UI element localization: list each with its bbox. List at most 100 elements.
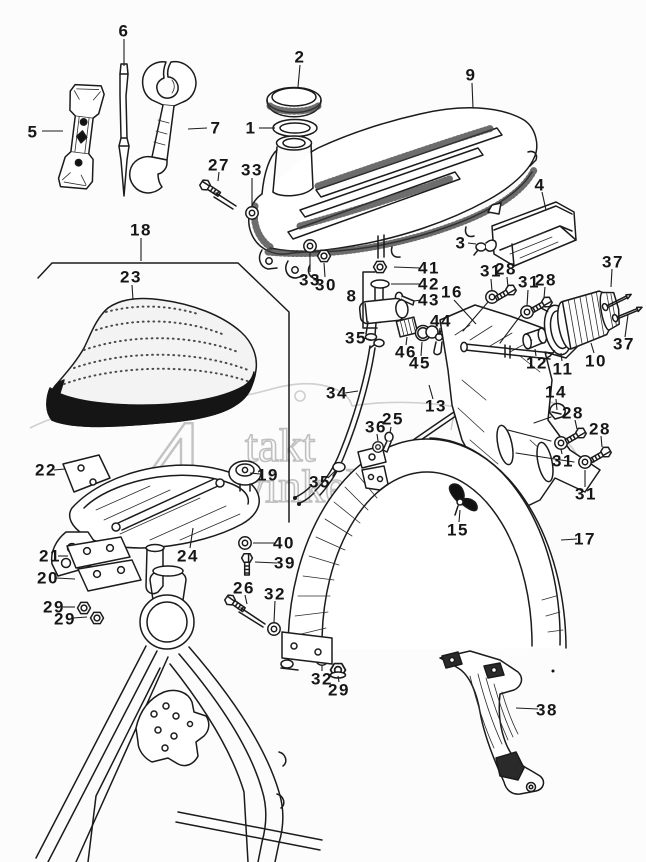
callout-37: 37 [613,335,635,354]
seat [46,297,258,428]
leader-line-17 [560,538,578,541]
callout-18: 18 [130,221,152,240]
callout-46: 46 [395,343,417,362]
leader-line-38 [515,707,539,710]
callout-3: 3 [456,234,467,253]
bolt-26 [222,592,266,628]
callout-31: 31 [518,273,540,292]
leader-line-23 [131,284,134,301]
mud-flap [439,650,555,795]
leader-line-14 [555,398,558,411]
callout-13: 13 [425,397,447,416]
seat-plate-20 [77,559,142,592]
callout-32: 32 [264,585,286,604]
leader-line-10 [590,342,595,354]
callout-33: 33 [299,271,321,290]
callout-30: 30 [315,276,337,295]
callout-24: 24 [177,547,199,566]
callout-25: 25 [382,410,404,429]
washer-31d [578,455,592,469]
leader-line-24 [189,527,194,549]
petcock-filter-46 [395,316,419,338]
callout-22: 22 [35,461,57,480]
grouping-lines [462,301,575,463]
leader-line-12 [534,348,537,357]
washer-40 [238,536,252,550]
leader-line-7 [187,127,208,130]
leader-line-20 [55,577,76,580]
leader-line-30 [323,262,326,278]
callout-11: 11 [553,360,574,379]
callout-9: 9 [466,66,477,85]
leader-line-43 [413,299,422,302]
callout-5: 5 [28,123,39,142]
callout-8: 8 [347,287,358,306]
leader-line-3 [467,242,477,245]
nut-29b [89,611,105,625]
washer-32a [267,622,281,636]
callout-45: 45 [409,354,431,373]
leader-line-27 [217,171,220,182]
leader-line-37 [624,314,629,338]
callout-42: 42 [418,275,440,294]
leader-line-26 [244,594,248,605]
callout-35: 35 [309,473,331,492]
leader-line-36 [376,433,379,442]
callout-36: 36 [365,418,387,437]
leader-line-35 [327,470,336,479]
reflector-15 [448,483,478,516]
callout-19: 19 [257,466,279,485]
leader-line-41 [393,266,421,269]
washer-33b [303,239,317,253]
petcock-washer-42 [370,279,390,289]
leader-line-46 [405,336,408,346]
callout-21: 21 [39,547,61,566]
callout-15: 15 [447,521,469,540]
callout-1: 1 [246,119,257,138]
fuel-tank [248,107,538,280]
leader-line-29 [337,675,340,683]
nut-29a [76,601,92,615]
callout-2: 2 [295,48,306,67]
callout-17: 17 [574,530,596,549]
leader-line-29 [72,616,88,619]
leader-line-31 [526,289,529,307]
callout-16: 16 [441,283,463,302]
petcock-clip-35 [369,338,385,349]
leader-line-44 [438,327,441,336]
leader-line-28 [543,286,546,299]
callout-4: 4 [535,176,546,195]
callout-33: 33 [241,161,263,180]
tray-clip [473,239,497,256]
callout-10: 10 [585,352,607,371]
leader-line-11 [560,352,563,362]
petcock-body [358,297,409,325]
group-bracket-18 [37,262,290,523]
leader-line-9 [471,82,474,109]
washer-33a [245,206,259,220]
callout-28: 28 [495,260,517,279]
seat-rubber-mount-19 [228,460,262,492]
screwdriver-tool [118,63,130,197]
callout-6: 6 [119,22,130,41]
washer-36 [372,441,384,453]
stay-mount-plate [361,465,389,491]
callout-28: 28 [589,420,611,439]
seat-plate-22 [62,454,111,493]
callout-23: 23 [120,268,142,287]
bolt-39 [240,552,254,576]
callout-39: 39 [274,554,296,573]
callout-31: 31 [575,485,597,504]
callout-43: 43 [418,291,440,310]
callout-7: 7 [211,119,222,138]
tank-cap-gasket [272,118,318,138]
callout-37: 37 [602,253,624,272]
leader-line-39 [254,561,278,564]
callout-29: 29 [328,681,350,700]
callout-34: 34 [326,384,348,403]
grommet-14 [549,402,566,420]
leader-line-31 [490,278,493,292]
bolt-28c [562,425,589,447]
tank-mount-bolt-27 [197,177,237,210]
